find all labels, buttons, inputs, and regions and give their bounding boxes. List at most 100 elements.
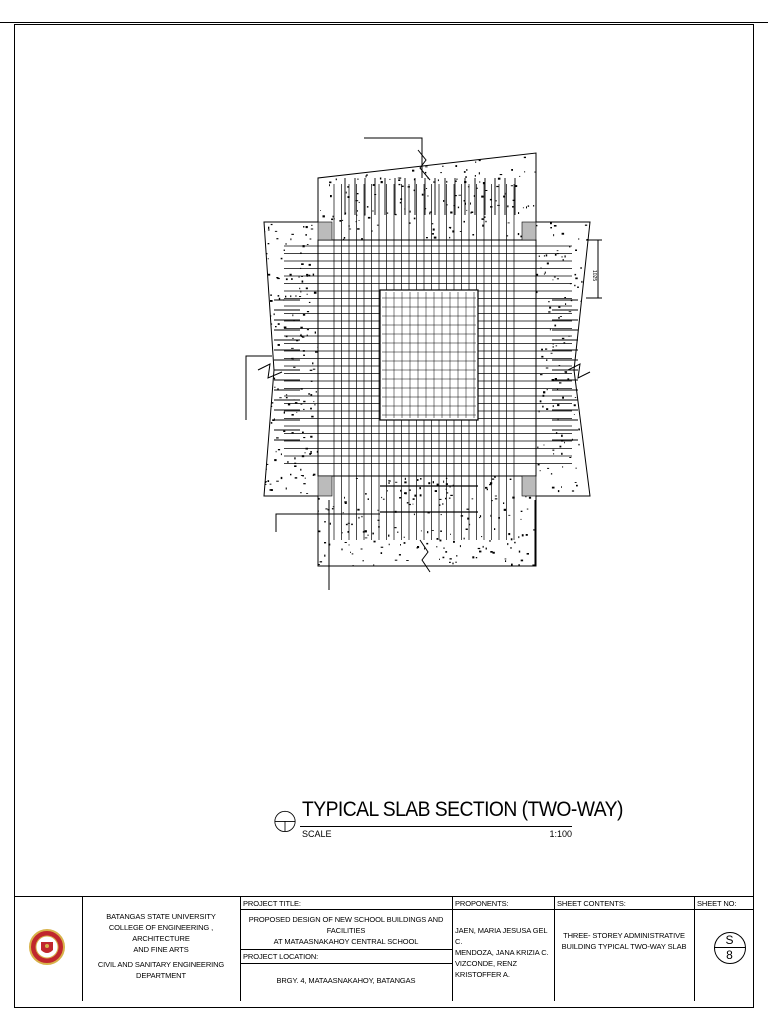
concrete-speck [287, 403, 291, 406]
concrete-speck [283, 249, 285, 251]
concrete-speck [538, 255, 540, 257]
concrete-speck [520, 510, 523, 512]
concrete-speck [390, 163, 392, 166]
concrete-speck [567, 514, 571, 517]
concrete-speck [491, 500, 493, 502]
concrete-speck [565, 552, 567, 554]
concrete-speck [465, 176, 467, 178]
concrete-speck [296, 156, 298, 159]
concrete-speck [291, 414, 294, 416]
concrete-speck [507, 222, 510, 224]
concrete-speck [485, 547, 487, 550]
concrete-speck [543, 444, 545, 446]
concrete-speck [537, 191, 539, 193]
concrete-speck [272, 197, 275, 200]
concrete-speck [329, 184, 330, 187]
project-title-line: PROPOSED DESIGN OF NEW SCHOOL BUILDINGS … [248, 915, 444, 935]
concrete-speck [437, 179, 439, 182]
concrete-speck [298, 539, 300, 542]
concrete-speck [380, 546, 384, 548]
concrete-speck [264, 231, 266, 233]
concrete-speck [463, 171, 466, 173]
concrete-speck [300, 475, 304, 476]
concrete-speck [302, 313, 306, 316]
concrete-speck [404, 481, 407, 484]
concrete-speck [267, 273, 271, 276]
concrete-speck [306, 273, 309, 276]
concrete-speck [306, 529, 308, 532]
concrete-speck [291, 181, 295, 183]
concrete-speck [524, 171, 526, 173]
concrete-speck [548, 311, 551, 313]
concrete-speck [301, 531, 303, 533]
concrete-speck [519, 175, 521, 177]
concrete-speck [408, 503, 411, 506]
column-corners [317, 221, 537, 497]
concrete-speck [288, 539, 290, 541]
concrete-speck [303, 537, 306, 540]
project-title-label: PROJECT TITLE: [243, 899, 301, 908]
concrete-speck [403, 166, 405, 168]
concrete-speck [280, 476, 283, 480]
concrete-speck [559, 316, 562, 317]
concrete-speck [470, 212, 472, 214]
concrete-speck [377, 519, 380, 521]
concrete-speck [332, 506, 335, 508]
concrete-speck [537, 169, 541, 171]
concrete-speck [585, 344, 587, 346]
concrete-speck [278, 297, 281, 300]
concrete-speck [554, 378, 557, 380]
concrete-speck [362, 560, 364, 562]
concrete-speck [324, 542, 327, 544]
concrete-speck [507, 205, 509, 208]
concrete-speck [315, 565, 317, 566]
concrete-speck [360, 548, 363, 550]
concrete-speck [361, 238, 363, 240]
divider [452, 897, 453, 1001]
concrete-speck [273, 552, 277, 554]
concrete-speck [509, 478, 512, 480]
concrete-speck [298, 276, 300, 278]
concrete-speck [573, 404, 576, 407]
concrete-speck [573, 511, 576, 513]
project-location-label: PROJECT LOCATION: [243, 952, 319, 961]
concrete-speck [293, 366, 296, 368]
concrete-speck [406, 502, 409, 504]
concrete-speck [570, 557, 573, 559]
concrete-speck [311, 224, 313, 226]
concrete-speck [479, 550, 482, 553]
concrete-speck [264, 435, 266, 437]
concrete-speck [364, 537, 368, 539]
concrete-speck [505, 560, 507, 562]
concrete-speck [397, 531, 399, 533]
sheet-top-border [0, 22, 768, 23]
concrete-speck [285, 243, 287, 245]
concrete-speck [440, 172, 442, 174]
concrete-speck [311, 519, 313, 521]
concrete-speck [552, 196, 555, 198]
sheet-contents-line: BUILDING TYPICAL TWO-WAY SLAB [561, 942, 687, 951]
concrete-speck [331, 508, 334, 510]
sheet-number-divider [714, 947, 745, 948]
concrete-speck [456, 178, 458, 180]
concrete-speck [271, 402, 274, 404]
concrete-speck [291, 347, 294, 349]
concrete-speck [291, 158, 295, 160]
concrete-speck [332, 164, 335, 166]
concrete-speck [310, 394, 313, 396]
concrete-speck [575, 249, 577, 251]
concrete-speck [300, 468, 302, 471]
concrete-speck [335, 178, 337, 181]
concrete-speck [565, 203, 568, 206]
concrete-speck [431, 233, 434, 235]
concrete-speck [292, 566, 294, 568]
concrete-speck [463, 220, 465, 223]
concrete-speck [270, 422, 273, 424]
concrete-speck [291, 278, 293, 280]
university-info: BATANGAS STATE UNIVERSITY COLLEGE OF ENG… [82, 911, 240, 981]
concrete-speck [427, 531, 429, 534]
concrete-speck [533, 529, 535, 531]
concrete-speck [543, 391, 546, 394]
concrete-speck [281, 521, 284, 523]
concrete-speck [409, 489, 411, 491]
